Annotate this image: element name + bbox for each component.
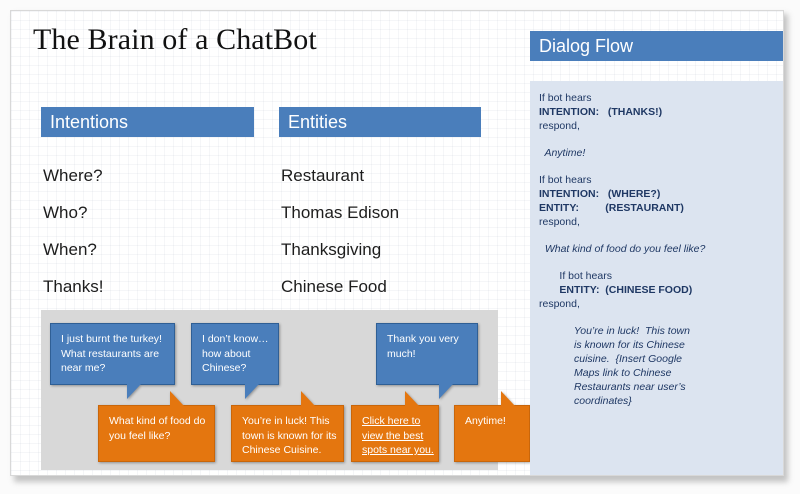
chat-conversation-strip: I just burnt the turkey! What restaurants… — [41, 310, 530, 470]
dialog-flow-line: Anytime! — [539, 147, 586, 159]
chat-bubble-tail — [405, 391, 420, 406]
chat-bubble-line: spots near you. — [362, 444, 434, 456]
dialog-flow-line: coordinates} — [539, 395, 632, 407]
list-item: Restaurant — [281, 166, 365, 185]
chat-bubble-tail — [170, 391, 185, 406]
chat-bubble-line: much! — [387, 347, 416, 360]
dialog-flow-spacer — [539, 311, 783, 324]
chat-bubble-bot: You’re in luck! This town is known for it… — [231, 391, 344, 462]
dialog-flow-line: If bot hears — [539, 174, 592, 186]
dialog-flow-line: respond, — [539, 216, 580, 228]
dialog-flow-spacer — [539, 160, 783, 173]
dialog-flow-line: cuisine. {Insert Google — [539, 353, 682, 365]
dialog-flow-line: INTENTION: (THANKS!) — [539, 106, 663, 118]
chat-bubble-bot: Anytime! — [454, 391, 530, 462]
chat-bubble-tail — [245, 384, 260, 399]
chat-bubble-line: What restaurants are — [61, 347, 160, 360]
chat-bubble-text: You’re in luck! This town is known for it… — [242, 414, 337, 458]
chat-bubble-line: town is known for its — [242, 429, 337, 442]
dialog-flow-line: respond, — [539, 120, 580, 132]
chat-bubble-text: What kind of food do you feel like? — [109, 414, 205, 443]
chat-bubble-line: near me? — [61, 362, 106, 374]
chat-bubble-line: Chinese Cuisine. — [242, 444, 322, 456]
chat-bubble-user: I just burnt the turkey! What restaurants… — [50, 323, 175, 399]
dialog-flow-line: ENTITY: (RESTAURANT) — [539, 202, 684, 214]
chat-bubble-bot: What kind of food do you feel like? — [98, 391, 215, 462]
chat-bubble-text: Anytime! — [465, 414, 520, 429]
list-item: Thanksgiving — [281, 240, 382, 259]
slide-card: The Brain of a ChatBot Intentions Where?… — [10, 10, 784, 476]
chat-bubble-line: What kind of food do — [109, 415, 206, 427]
dialog-flow-line: If bot hears — [539, 270, 612, 282]
list-item: Where? — [43, 166, 103, 185]
column-header-intentions: Intentions — [41, 107, 254, 137]
dialog-flow-line: INTENTION: (WHERE?) — [539, 188, 661, 200]
dialog-flow-spacer — [539, 133, 783, 146]
chat-bubble-line: I don’t know… — [202, 333, 269, 345]
chat-bubble-line: Click here to — [362, 415, 421, 427]
chat-bubble-user: Thank you very much! — [376, 323, 478, 399]
chat-bubble-line: you feel like? — [109, 429, 171, 442]
chat-bubble-text: Click here to view the best spots near you… — [362, 414, 434, 458]
chat-bubble-line: how about — [202, 347, 251, 360]
intentions-list: Where? Who? When? Thanks! — [43, 157, 103, 305]
chat-bubble-line: I just burnt the turkey! — [61, 333, 162, 345]
dialog-flow-line: If bot hears — [539, 92, 592, 104]
dialog-flow-line: Restaurants near user’s — [539, 381, 686, 393]
chat-bubble-tail — [127, 384, 142, 399]
chat-bubble-line: view the best — [362, 429, 424, 442]
list-item: Thanks! — [43, 277, 104, 296]
chat-bubble-line: Chinese? — [202, 362, 247, 374]
page-title: The Brain of a ChatBot — [33, 23, 317, 56]
list-item: Who? — [43, 203, 88, 222]
chat-bubble-line: You’re in luck! This — [242, 415, 330, 427]
dialog-flow-line: What kind of food do you feel like? — [539, 243, 706, 255]
chat-bubble-line: Anytime! — [465, 415, 506, 427]
dialog-flow-line: Maps link to Chinese — [539, 367, 672, 379]
dialog-flow-spacer — [539, 229, 783, 242]
chat-bubble-line: Thank you very — [387, 333, 459, 345]
dialog-flow-line: respond, — [539, 298, 580, 310]
entities-list: Restaurant Thomas Edison Thanksgiving Ch… — [281, 157, 399, 305]
chat-bubble-tail — [300, 391, 315, 406]
chat-bubble-text: I just burnt the turkey! What restaurants… — [61, 332, 165, 376]
list-item: When? — [43, 240, 97, 259]
dialog-flow-spacer — [539, 256, 783, 269]
dialog-flow-line: You’re in luck! This town — [539, 325, 690, 337]
chat-bubble-tail — [500, 391, 515, 406]
column-header-entities: Entities — [279, 107, 481, 137]
list-item: Chinese Food — [281, 277, 387, 296]
dialog-flow-header: Dialog Flow — [530, 31, 783, 61]
dialog-flow-line: ENTITY: (CHINESE FOOD) — [539, 284, 693, 296]
chat-bubble-tail — [439, 384, 453, 399]
list-item: Thomas Edison — [281, 203, 400, 222]
chat-bubble-text: Thank you very much! — [387, 332, 468, 361]
dialog-flow-line: is known for its Chinese — [539, 339, 685, 351]
chat-bubble-link[interactable]: Click here to view the best spots near you… — [351, 391, 439, 462]
